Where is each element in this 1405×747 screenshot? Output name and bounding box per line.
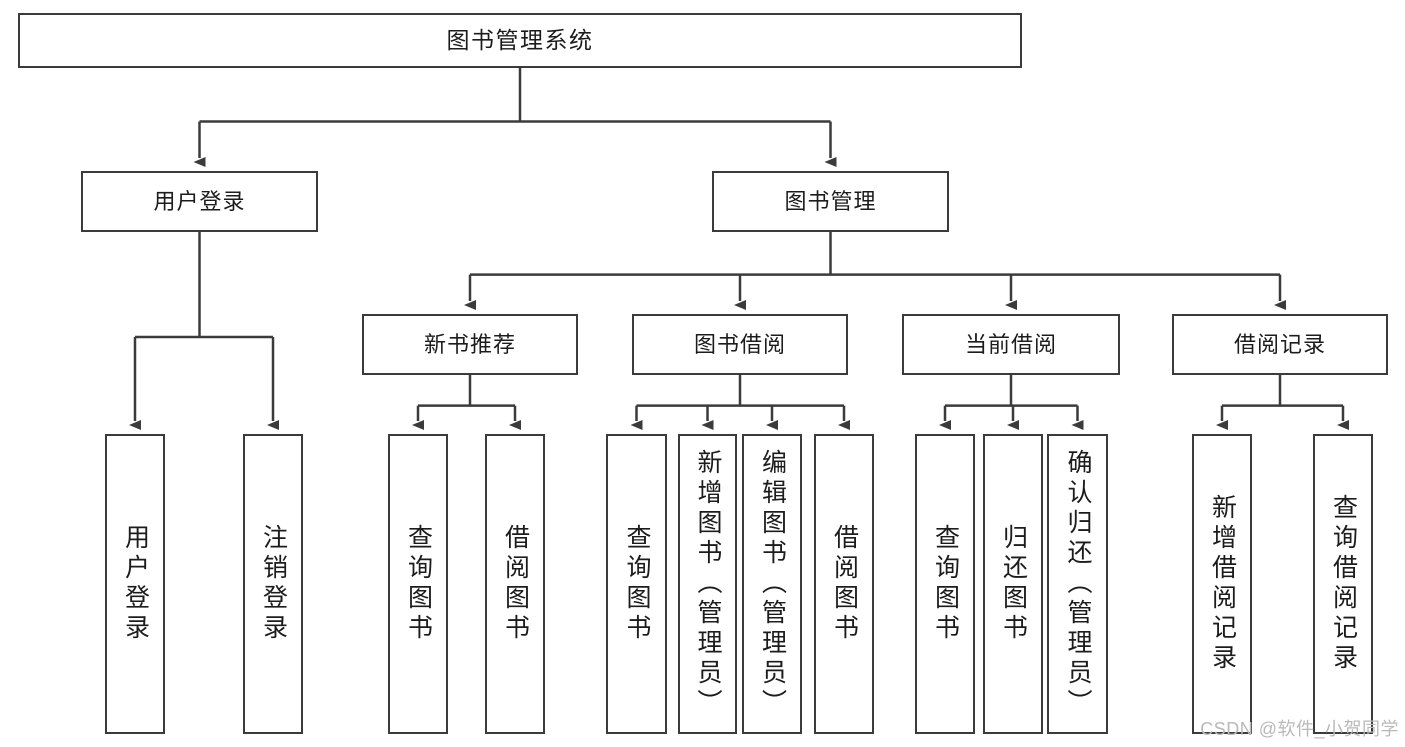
node-leaf-confirm-return-admin[interactable]: 确认归还（管理员） [1047, 434, 1108, 734]
node-label-leaf-query-book-borrow: 查询图书 [623, 524, 651, 644]
node-label-borrow-record: 借阅记录 [1233, 331, 1326, 357]
connector-lines [129, 68, 1349, 430]
node-leaf-user-login[interactable]: 用户登录 [105, 434, 165, 734]
node-user-login[interactable]: 用户登录 [81, 171, 318, 232]
node-leaf-borrow-book-recommend[interactable]: 借阅图书 [485, 434, 545, 734]
node-borrow-record[interactable]: 借阅记录 [1172, 314, 1388, 375]
node-label-root: 图书管理系统 [446, 26, 594, 53]
node-label-leaf-edit-book-admin: 编辑图书（管理员） [758, 449, 787, 719]
node-label-leaf-user-logout: 注销登录 [259, 524, 288, 644]
node-label-leaf-query-book-current: 查询图书 [931, 524, 960, 644]
node-label-leaf-borrow-book-recommend: 借阅图书 [501, 524, 530, 644]
node-label-book-manage: 图书管理 [784, 188, 877, 214]
node-label-leaf-add-borrow-record: 新增借阅记录 [1208, 494, 1237, 674]
node-label-new-book-recommend: 新书推荐 [423, 331, 516, 357]
node-book-manage[interactable]: 图书管理 [712, 171, 949, 232]
node-label-leaf-confirm-return-admin: 确认归还（管理员） [1064, 449, 1092, 719]
node-leaf-user-logout[interactable]: 注销登录 [243, 434, 303, 734]
node-leaf-return-book[interactable]: 归还图书 [983, 434, 1043, 734]
node-leaf-query-book-recommend[interactable]: 查询图书 [388, 434, 448, 734]
node-leaf-borrow-book[interactable]: 借阅图书 [814, 434, 874, 734]
node-label-leaf-query-borrow-record: 查询借阅记录 [1329, 494, 1358, 674]
node-root[interactable]: 图书管理系统 [18, 13, 1022, 68]
node-current-borrow[interactable]: 当前借阅 [902, 314, 1120, 375]
node-label-current-borrow: 当前借阅 [964, 331, 1057, 357]
node-leaf-edit-book-admin[interactable]: 编辑图书（管理员） [742, 434, 802, 734]
node-label-leaf-return-book: 归还图书 [999, 524, 1028, 644]
node-leaf-query-book-current[interactable]: 查询图书 [915, 434, 975, 734]
node-leaf-add-book-admin[interactable]: 新增图书（管理员） [678, 434, 737, 734]
node-book-borrow[interactable]: 图书借阅 [632, 314, 848, 375]
node-label-leaf-add-book-admin: 新增图书（管理员） [694, 449, 722, 719]
node-new-book-recommend[interactable]: 新书推荐 [362, 314, 578, 375]
node-label-leaf-query-book-recommend: 查询图书 [404, 524, 433, 644]
node-label-user-login: 用户登录 [153, 188, 246, 214]
node-leaf-query-book-borrow[interactable]: 查询图书 [606, 434, 667, 734]
node-label-book-borrow: 图书借阅 [693, 331, 786, 357]
node-label-leaf-borrow-book: 借阅图书 [830, 524, 859, 644]
node-leaf-query-borrow-record[interactable]: 查询借阅记录 [1313, 434, 1373, 734]
node-leaf-add-borrow-record[interactable]: 新增借阅记录 [1192, 434, 1252, 734]
node-label-leaf-user-login: 用户登录 [121, 524, 150, 644]
